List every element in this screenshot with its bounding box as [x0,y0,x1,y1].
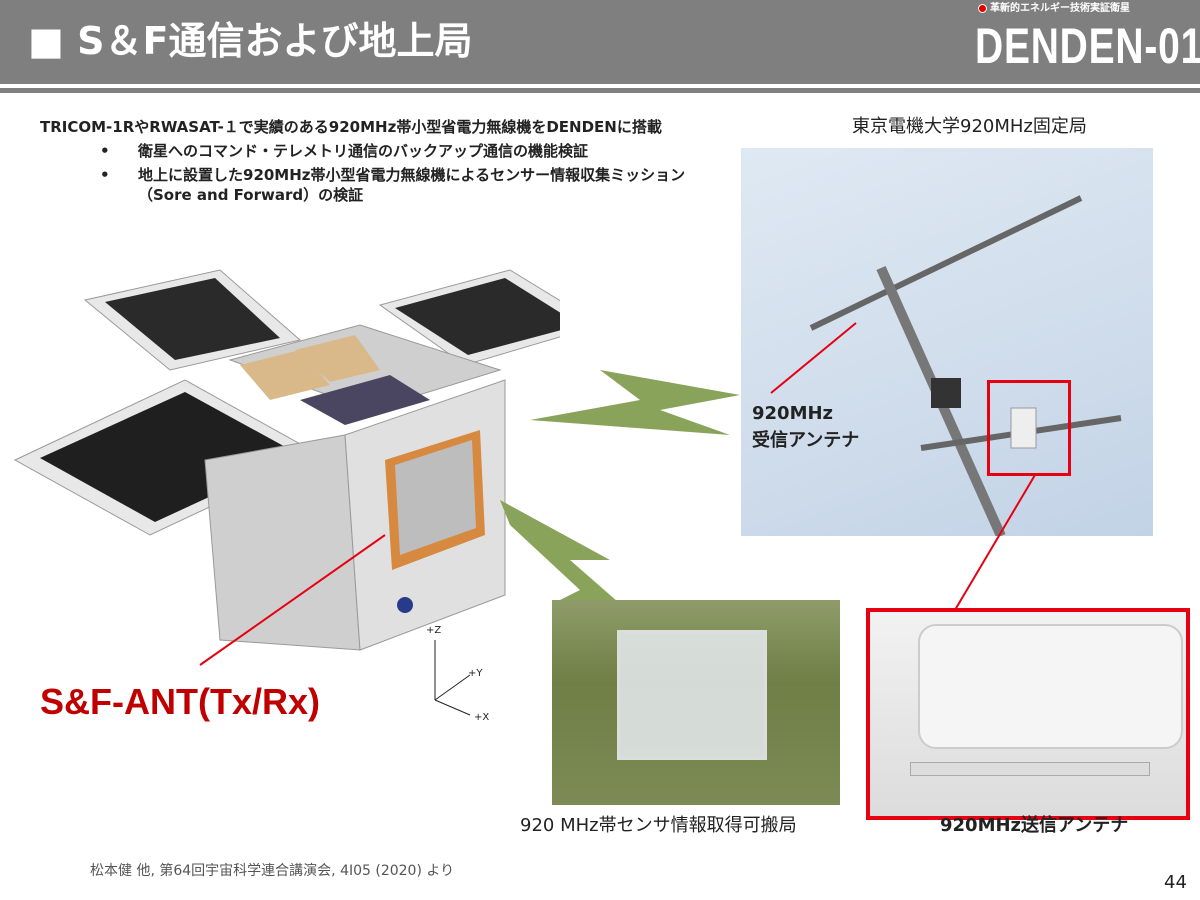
slide-title: ■ S＆F通信および地上局 [28,19,473,63]
top-solar-cell [300,375,430,425]
axis-label-x: +X [474,712,490,723]
bullet-item: • 衛星へのコマンド・テレメトリ通信のバックアップ通信の機能検証 [100,141,710,161]
portable-station-photo [552,600,840,805]
axis-label-y: +Y [468,668,483,679]
logo: DENDEN-01 [975,18,1200,74]
connector-line [954,474,1036,611]
rx-label-text: 受信アンテナ [752,430,860,451]
header-divider [0,88,1200,93]
antenna-enclosure [918,624,1183,749]
tx-antenna-photo [866,608,1190,820]
portable-station-caption: 920 MHz帯センサ情報取得可搬局 [520,815,797,836]
solar-panel [83,269,302,371]
sf-antenna-plate [395,440,476,555]
highlight-box [987,380,1071,476]
flag-icon [978,4,987,13]
lightning-bolts [500,370,740,630]
enclosure-box [617,630,767,760]
bullet-text: 衛星へのコマンド・テレメトリ通信のバックアップ通信の機能検証 [138,142,589,160]
rx-label-freq: 920MHz [752,403,834,424]
page-number: 44 [1164,872,1187,893]
fixed-station-photo [741,148,1153,539]
citation: 松本健 他, 第64回宇宙科学連合講演会, 4I05 (2020) より [90,863,455,879]
lens-icon [397,597,413,613]
fixed-station-caption: 東京電機大学920MHz固定局 [852,116,1087,137]
axis-label-z: +Z [426,625,442,636]
sf-antenna-label: S&F-ANT(Tx/Rx) [40,681,320,722]
solar-panel [378,269,560,366]
intro-text: TRICOM-1RやRWASAT-１で実績のある920MHz帯小型省電力無線機を… [40,118,662,136]
logo-subtitle: 革新的エネルギー技術実証衛星 [990,3,1130,14]
lightning-bolt-icon [530,370,740,435]
axis-icon [434,640,471,716]
header-bar [0,0,1200,84]
bullet-icon: • [100,166,110,184]
patch-antenna [295,335,380,382]
pointer-line [199,534,386,666]
antenna-drawing [770,195,1122,539]
satellite-illustration [13,269,560,716]
ruler [910,762,1150,776]
intro-block: TRICOM-1RやRWASAT-１で実績のある920MHz帯小型省電力無線機を… [40,117,720,205]
bullet-item: • 地上に設置した920MHz帯小型省電力無線機によるセンサー情報収集ミッション（… [100,165,710,205]
bullet-icon: • [100,142,110,160]
lightning-bolt-icon [500,500,650,630]
tx-antenna-caption: 920MHz送信アンテナ [940,815,1129,836]
bullet-text: 地上に設置した920MHz帯小型省電力無線機によるセンサー情報収集ミッション（S… [138,166,686,204]
side-face [204,434,361,651]
patch-antenna [240,350,330,400]
rx-antenna-label: 920MHz 受信アンテナ [752,400,859,454]
